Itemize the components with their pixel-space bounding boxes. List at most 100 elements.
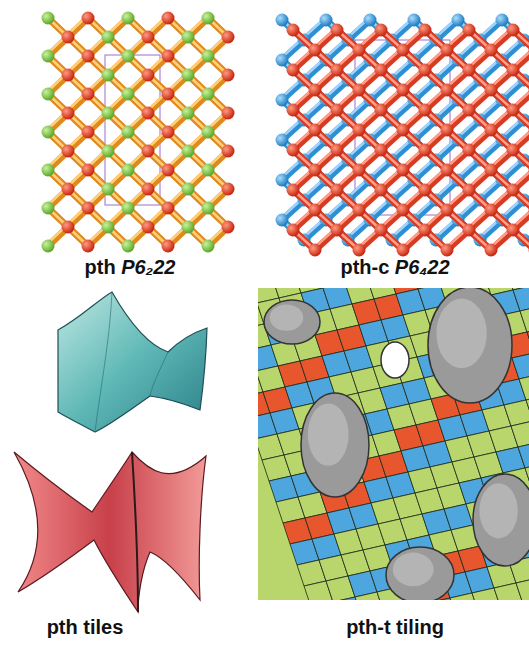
panel-caption: pth P6₂22 [85,256,176,279]
pth-c-net [276,14,529,257]
node-ball [142,145,155,158]
node-ball [102,31,115,44]
net-name: pth-c [340,256,389,278]
node-ball [162,240,175,253]
node-ball [507,144,520,157]
node-ball [102,221,115,234]
node-ball [62,107,75,120]
node-ball [122,12,135,25]
node-ball [82,12,95,25]
panel-label: tiling [396,616,444,638]
node-ball [441,164,454,177]
node-ball [222,107,235,120]
node-ball [287,104,300,117]
node-ball [353,164,366,177]
channel-shade [436,299,486,369]
pth-net [42,12,235,253]
node-ball [162,12,175,25]
node-ball [202,240,215,253]
net-name: pth [47,616,78,638]
node-ball [408,14,421,27]
node-ball [222,221,235,234]
node-ball [142,31,155,44]
node-ball [331,64,344,77]
node-ball [82,164,95,177]
node-ball [62,145,75,158]
tile-face [516,578,529,600]
pth-tiles [14,292,207,612]
channel-shade [479,483,517,538]
node-ball [375,104,388,117]
node-ball [485,164,498,177]
node-ball [42,240,55,253]
node-ball [276,14,289,27]
node-ball [485,124,498,137]
tile-face [504,400,529,426]
unit-cell [355,40,450,215]
node-ball [287,184,300,197]
node-ball [82,126,95,139]
net-name: pth-t [346,616,390,638]
node-ball [419,24,432,37]
node-ball [375,144,388,157]
node-ball [287,224,300,237]
channel-shade [308,403,349,465]
node-ball [320,14,333,27]
node-ball [287,144,300,157]
node-ball [62,69,75,82]
node-ball [82,202,95,215]
node-ball [309,204,322,217]
node-ball [202,12,215,25]
node-ball [122,50,135,63]
node-ball [202,50,215,63]
node-ball [397,124,410,137]
panel-label: P6₄22 [395,256,450,278]
node-ball [102,69,115,82]
node-ball [202,202,215,215]
node-ball [419,184,432,197]
node-ball [82,240,95,253]
node-ball [82,50,95,63]
node-ball [42,50,55,63]
node-ball [162,50,175,63]
node-ball [419,104,432,117]
node-ball [309,44,322,57]
node-ball [353,204,366,217]
node-ball [375,64,388,77]
node-ball [162,164,175,177]
node-ball [485,204,498,217]
node-ball [162,126,175,139]
node-ball [507,224,520,237]
channel-hole [428,288,512,403]
node-ball [42,88,55,101]
node-ball [507,104,520,117]
node-ball [463,184,476,197]
node-ball [42,164,55,177]
node-ball [463,144,476,157]
node-ball [353,244,366,257]
node-ball [463,104,476,117]
node-ball [419,144,432,157]
node-ball [62,221,75,234]
node-ball [142,107,155,120]
node-ball [287,24,300,37]
node-ball [222,69,235,82]
node-ball [122,164,135,177]
node-ball [276,54,289,67]
node-ball [397,164,410,177]
channel-hole [381,342,409,378]
node-ball [309,84,322,97]
node-ball [222,31,235,44]
node-ball [42,202,55,215]
tile-face [513,288,529,311]
node-ball [276,94,289,107]
node-ball [276,174,289,187]
panel-caption: pth tiles [47,616,124,639]
node-ball [102,183,115,196]
node-ball [182,183,195,196]
tile-face [511,421,529,447]
node-ball [182,145,195,158]
node-ball [276,134,289,147]
node-ball [331,104,344,117]
